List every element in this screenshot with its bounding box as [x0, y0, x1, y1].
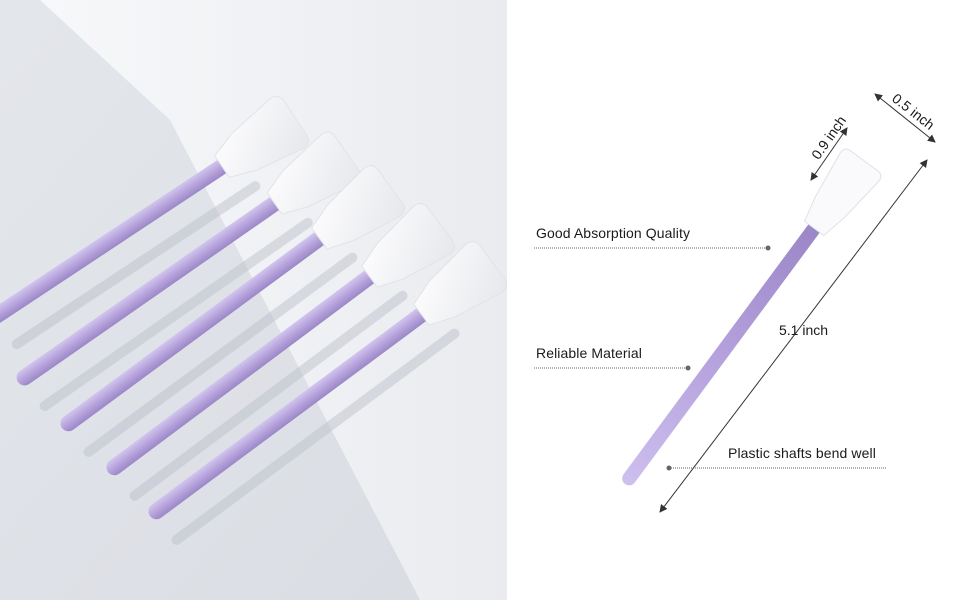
swab-shaft — [60, 230, 328, 432]
product-photo — [0, 0, 507, 600]
swab-shadow — [39, 217, 313, 411]
absorption-dot — [765, 245, 771, 251]
swab-foam-head — [214, 95, 310, 178]
bend-dot — [666, 465, 672, 471]
head-width-arrow — [874, 93, 936, 143]
swab-shadow — [171, 328, 460, 545]
total-length-arrow — [659, 159, 928, 513]
swab-shadow — [11, 181, 261, 350]
diagram-illustration — [534, 93, 936, 513]
dimension-arrows — [659, 93, 936, 513]
swab-group — [0, 95, 507, 545]
swab-foam-head — [413, 241, 507, 326]
swab-shaft — [0, 158, 230, 324]
swab-foam-head — [311, 165, 406, 250]
swab-shaft — [106, 268, 378, 476]
dimension-diagram: Good Absorption Quality Reliable Materia… — [507, 0, 970, 600]
photo-step-surface — [40, 0, 507, 600]
swab — [148, 241, 507, 520]
swab — [60, 165, 406, 432]
swab — [106, 202, 456, 476]
swab-foam-head — [361, 202, 456, 288]
swab-shaft — [16, 195, 283, 386]
material-label: Reliable Material — [536, 345, 642, 361]
swab — [0, 95, 310, 324]
bend-label: Plastic shafts bend well — [728, 445, 876, 461]
total-length-label: 5.1 inch — [779, 322, 829, 338]
swab-shadow — [129, 290, 408, 501]
absorption-label: Good Absorption Quality — [536, 225, 691, 241]
swab-shaft — [148, 306, 430, 520]
product-photo-illustration — [0, 0, 507, 600]
swab-shadow — [83, 252, 358, 457]
photo-shadow-area — [0, 0, 420, 600]
material-dot — [685, 365, 691, 371]
